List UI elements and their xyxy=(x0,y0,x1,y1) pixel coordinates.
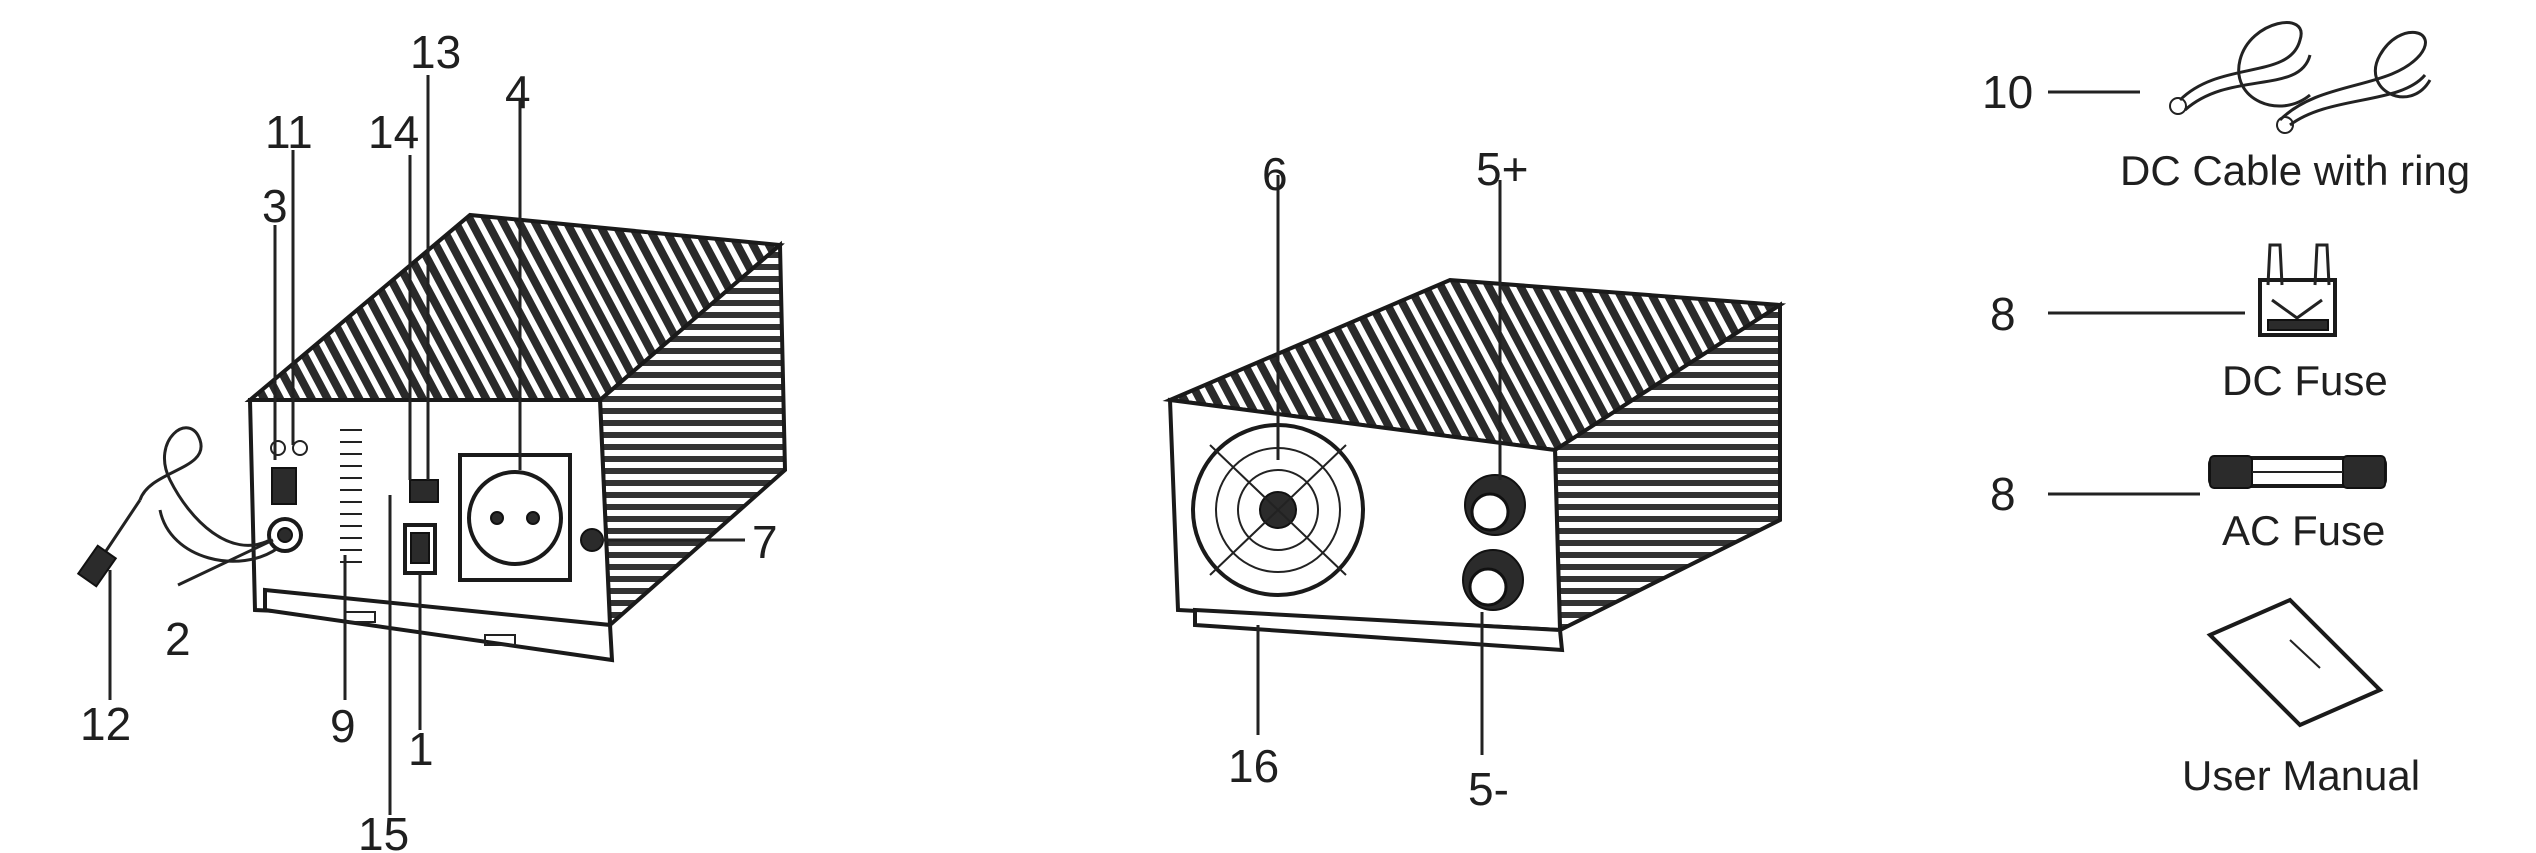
mounting-base-rear xyxy=(1193,607,1565,653)
cable-plug xyxy=(76,544,118,588)
power-switch xyxy=(271,467,297,505)
label-12: 12 xyxy=(80,698,131,750)
dc-terminal-negative-nut xyxy=(1468,567,1508,607)
ac-outlet-socket xyxy=(467,470,563,566)
base-slot xyxy=(484,634,516,646)
ac-fuse-icon xyxy=(2208,455,2387,489)
mode-switch-rocker xyxy=(410,532,430,564)
usb-port xyxy=(409,479,439,503)
caption-dc-cable: DC Cable with ring xyxy=(2120,147,2470,194)
label-8-dc-fuse: 8 xyxy=(1990,288,2016,340)
label-11: 11 xyxy=(265,106,313,158)
caption-dc-fuse: DC Fuse xyxy=(2222,357,2388,404)
label-9: 9 xyxy=(330,700,356,752)
remote-port-inner xyxy=(277,527,293,543)
label-6: 6 xyxy=(1262,148,1288,200)
remote-cable xyxy=(76,426,279,588)
label-5-minus: 5- xyxy=(1468,763,1509,815)
inverter-front-view xyxy=(76,75,788,815)
led-indicator xyxy=(292,440,308,456)
cooling-fan-ring xyxy=(1237,469,1319,551)
label-8-ac-fuse: 8 xyxy=(1990,468,2016,520)
label-15: 15 xyxy=(358,808,409,853)
mounting-base-front xyxy=(263,587,615,663)
label-10: 10 xyxy=(1982,66,2033,118)
label-13: 13 xyxy=(410,26,461,78)
label-7: 7 xyxy=(752,516,778,568)
dc-cable-icon xyxy=(2169,21,2432,134)
label-5-plus: 5+ xyxy=(1476,143,1528,195)
dc-terminal-positive-nut xyxy=(1470,492,1510,532)
fuse-holder xyxy=(580,528,604,552)
label-4: 4 xyxy=(505,66,531,118)
dc-fuse-icon xyxy=(2258,243,2337,337)
ac-outlet-pin xyxy=(490,511,504,525)
caption-ac-fuse: AC Fuse xyxy=(2222,507,2385,554)
label-16: 16 xyxy=(1228,740,1279,792)
ac-outlet-pin xyxy=(526,511,540,525)
led-indicator xyxy=(270,440,286,456)
label-1: 1 xyxy=(408,723,434,775)
user-manual-icon xyxy=(2206,597,2384,728)
inverter-rear-view xyxy=(1162,175,1787,755)
label-14: 14 xyxy=(368,106,419,158)
caption-user-manual: User Manual xyxy=(2182,752,2420,799)
label-3: 3 xyxy=(262,180,288,232)
accessories xyxy=(2048,21,2432,728)
label-2: 2 xyxy=(165,613,191,665)
